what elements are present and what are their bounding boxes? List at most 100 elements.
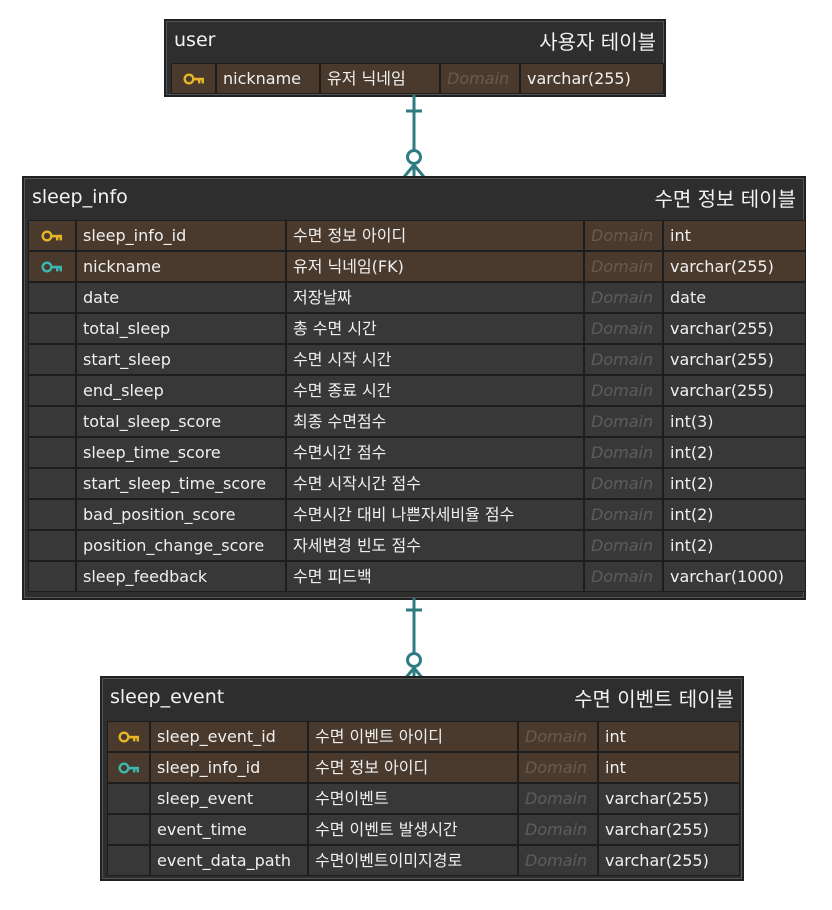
- column-type: int: [598, 721, 740, 752]
- entity-header: sleep_info 수면 정보 테이블: [24, 178, 804, 216]
- table-name: sleep_event: [110, 686, 225, 708]
- column-name: event_data_path: [150, 845, 308, 876]
- column-type: varchar(255): [663, 375, 806, 406]
- key-cell: [107, 783, 150, 814]
- entity-header: sleep_event 수면 이벤트 테이블: [102, 678, 742, 716]
- column-comment: 수면 이벤트 발생시간: [308, 814, 518, 845]
- column-comment: 수면이벤트: [308, 783, 518, 814]
- column-name: end_sleep: [76, 375, 286, 406]
- column-type: varchar(1000): [663, 561, 806, 592]
- column-comment: 수면시간 점수: [286, 437, 584, 468]
- column-domain: Domain: [584, 437, 663, 468]
- column-name: sleep_info_id: [76, 220, 286, 251]
- column-domain: Domain: [584, 561, 663, 592]
- column-domain: Domain: [518, 783, 598, 814]
- primary-key-icon: [171, 63, 216, 94]
- entity-header: user 사용자 테이블: [166, 21, 664, 59]
- key-cell: [28, 313, 76, 344]
- column-type: int(2): [663, 437, 806, 468]
- column-type: int(3): [663, 406, 806, 437]
- column-comment: 자세변경 빈도 점수: [286, 530, 584, 561]
- column-domain: Domain: [584, 499, 663, 530]
- table-caption: 사용자 테이블: [539, 29, 656, 54]
- column-type: date: [663, 282, 806, 313]
- column-type: int(2): [663, 530, 806, 561]
- column-type: varchar(255): [520, 63, 664, 94]
- column-name: position_change_score: [76, 530, 286, 561]
- key-cell: [28, 499, 76, 530]
- column-comment: 수면시간 대비 나쁜자세비율 점수: [286, 499, 584, 530]
- key-cell: [28, 561, 76, 592]
- column-domain: Domain: [518, 814, 598, 845]
- column-domain: Domain: [584, 313, 663, 344]
- column-comment: 저장날짜: [286, 282, 584, 313]
- column-name: start_sleep_time_score: [76, 468, 286, 499]
- table-caption: 수면 정보 테이블: [654, 186, 796, 211]
- key-cell: [28, 468, 76, 499]
- column-name: total_sleep_score: [76, 406, 286, 437]
- column-type: varchar(255): [598, 845, 740, 876]
- key-cell: [28, 282, 76, 313]
- column-domain: Domain: [584, 251, 663, 282]
- key-cell: [28, 375, 76, 406]
- column-comment: 총 수면 시간: [286, 313, 584, 344]
- column-type: int(2): [663, 499, 806, 530]
- column-domain: Domain: [584, 530, 663, 561]
- column-type: varchar(255): [663, 251, 806, 282]
- column-name: date: [76, 282, 286, 313]
- column-comment: 최종 수면점수: [286, 406, 584, 437]
- column-type: varchar(255): [598, 783, 740, 814]
- column-comment: 유저 닉네임: [320, 63, 440, 94]
- column-name: event_time: [150, 814, 308, 845]
- foreign-key-icon: [28, 251, 76, 282]
- column-name: sleep_time_score: [76, 437, 286, 468]
- column-domain: Domain: [584, 344, 663, 375]
- column-comment: 수면 종료 시간: [286, 375, 584, 406]
- column-type: int(2): [663, 468, 806, 499]
- column-type: varchar(255): [663, 344, 806, 375]
- column-name: sleep_event_id: [150, 721, 308, 752]
- relationship-connector: [402, 95, 426, 177]
- column-type: int: [663, 220, 806, 251]
- primary-key-icon: [107, 721, 150, 752]
- column-comment: 수면이벤트이미지경로: [308, 845, 518, 876]
- column-name: sleep_event: [150, 783, 308, 814]
- column-name: bad_position_score: [76, 499, 286, 530]
- column-type: varchar(255): [663, 313, 806, 344]
- column-domain: Domain: [518, 721, 598, 752]
- table-name: user: [174, 29, 216, 51]
- column-name: sleep_info_id: [150, 752, 308, 783]
- column-domain: Domain: [518, 752, 598, 783]
- key-cell: [28, 344, 76, 375]
- column-comment: 수면 정보 아이디: [286, 220, 584, 251]
- column-name: start_sleep: [76, 344, 286, 375]
- key-cell: [28, 406, 76, 437]
- column-domain: Domain: [518, 845, 598, 876]
- column-name: nickname: [76, 251, 286, 282]
- relationship-connector: [402, 598, 426, 680]
- column-comment: 수면 정보 아이디: [308, 752, 518, 783]
